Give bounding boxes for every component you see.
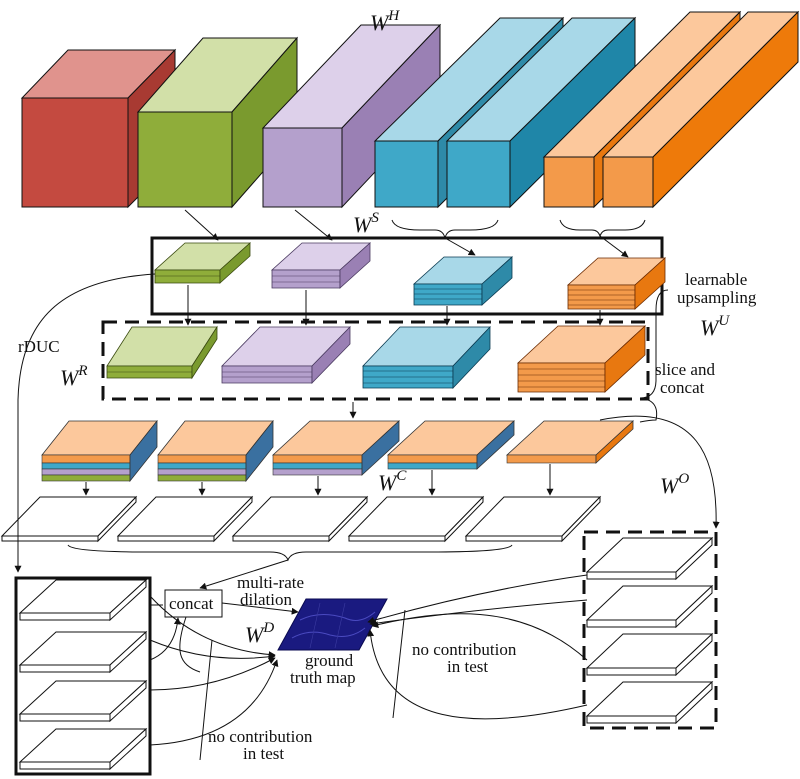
link-left-concat-2: [149, 617, 181, 661]
curve-left-1: [149, 595, 276, 659]
block-orange-2: [601, 10, 800, 209]
arrow-blue-down: [444, 237, 476, 256]
nocontrib-bottom-2: in test: [243, 744, 284, 763]
brace-blue: [391, 219, 499, 239]
row1-green-slab: [153, 242, 252, 284]
curve-left-2: [149, 639, 276, 661]
nocontrib-bottom-1: no contribution: [208, 727, 313, 746]
row2-green-slab: [106, 325, 218, 380]
curve-right-3: [371, 613, 588, 661]
row1-blue-slab: [412, 256, 514, 306]
arrow-concat-to-gt: [221, 602, 299, 615]
multirate-label-1: multi-rate: [237, 573, 304, 592]
row4-maps: [0, 495, 602, 543]
row3-stack-1: [41, 419, 158, 483]
arrow-purple-down: [294, 209, 333, 241]
row2-box: [101, 320, 650, 401]
arrow-green-down: [184, 209, 219, 241]
row3-stack-3: [271, 420, 401, 476]
rduc-label: rDUC: [18, 337, 60, 356]
curve-left-3: [149, 657, 276, 691]
slash-right: [392, 609, 406, 719]
curve-slice: [639, 397, 658, 423]
nocontrib-right-2: in test: [447, 657, 488, 676]
block-purple: [261, 23, 442, 209]
learnable-label-1: learnable: [685, 270, 747, 289]
left-output-box: [14, 576, 152, 776]
arrow-concat-down: [179, 616, 201, 673]
row1-purple-slab: [270, 242, 372, 289]
brace-orange: [559, 219, 646, 238]
arrow-brace-to-concat: [199, 559, 289, 590]
right-maps: [585, 536, 714, 725]
curve-learnable: [639, 289, 669, 399]
ground-label-2: truth map: [290, 668, 356, 687]
row2-orange-slab: [516, 325, 647, 393]
label-w-c: WC: [378, 468, 407, 495]
block-blue-2: [445, 16, 637, 209]
concat-label: concat: [169, 594, 214, 613]
curve-right-1: [367, 574, 588, 624]
block-green: [136, 36, 299, 209]
label-w-h: WH: [370, 8, 400, 35]
row1-orange-slab: [566, 257, 667, 310]
slash-bottom: [199, 639, 213, 761]
label-w-s: WS: [353, 210, 379, 237]
curve-left-4: [149, 659, 279, 746]
row2-blue-slab: [362, 325, 491, 390]
slice-label-2: concat: [660, 378, 705, 397]
nocontrib-right-1: no contribution: [412, 640, 517, 659]
ground-label-1: ground: [305, 651, 354, 670]
right-output-box: [582, 530, 718, 730]
row2-purple-slab: [221, 326, 351, 384]
curve-right-4: [367, 629, 588, 720]
row3-stack-2: [157, 419, 274, 483]
multirate-label-2: dilation: [240, 590, 292, 609]
left-maps: [18, 578, 148, 771]
label-w-d: WD: [245, 620, 274, 647]
ground-truth-map: [277, 598, 388, 651]
label-w-r: WR: [60, 363, 88, 390]
curve-rduc: [14, 273, 156, 573]
learnable-label-2: upsampling: [677, 288, 757, 307]
curve-to-right-box: [599, 415, 720, 529]
slice-label-1: slice and: [655, 360, 715, 379]
row3-stack-5: [505, 420, 635, 464]
label-w-o: WO: [660, 471, 689, 498]
brace-row4: [67, 544, 513, 562]
label-w-u: WU: [700, 313, 730, 340]
row3-stack-4: [386, 420, 516, 470]
